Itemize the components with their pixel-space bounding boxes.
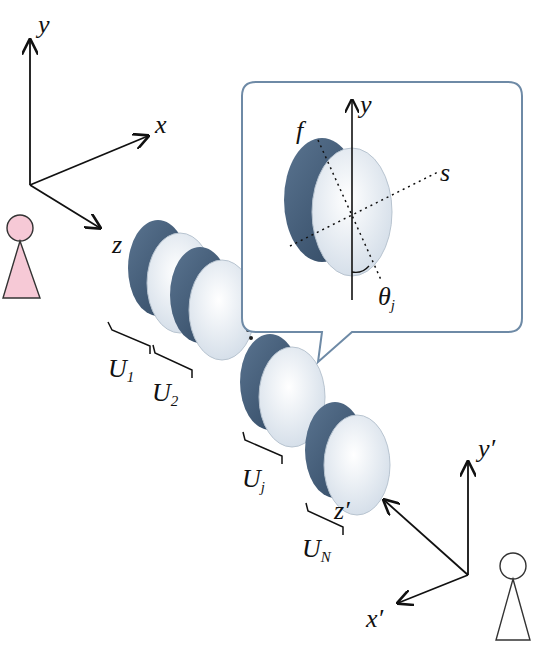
unit-label: U1 <box>108 356 134 385</box>
observer-white <box>496 553 530 640</box>
observer-pink <box>3 215 40 298</box>
callout-bubble <box>242 82 522 362</box>
axis-label: y′ <box>478 436 495 462</box>
axis-label: x <box>155 112 167 138</box>
angle-label: θj <box>378 284 395 313</box>
unit-brackets <box>108 322 343 535</box>
unit-label: Uj <box>242 466 265 495</box>
axes-bottom <box>384 462 468 603</box>
axis-label: y <box>360 92 372 118</box>
unit-label: U2 <box>152 380 178 409</box>
axis-label: z <box>112 232 122 258</box>
axes-top <box>30 40 148 228</box>
axis-label: s <box>440 160 450 186</box>
unit-label: UN <box>302 536 331 565</box>
axis-label: x′ <box>366 606 383 632</box>
axis-label: f <box>296 118 303 144</box>
axis-label: y <box>38 12 50 38</box>
axis-label: z′ <box>334 498 350 524</box>
